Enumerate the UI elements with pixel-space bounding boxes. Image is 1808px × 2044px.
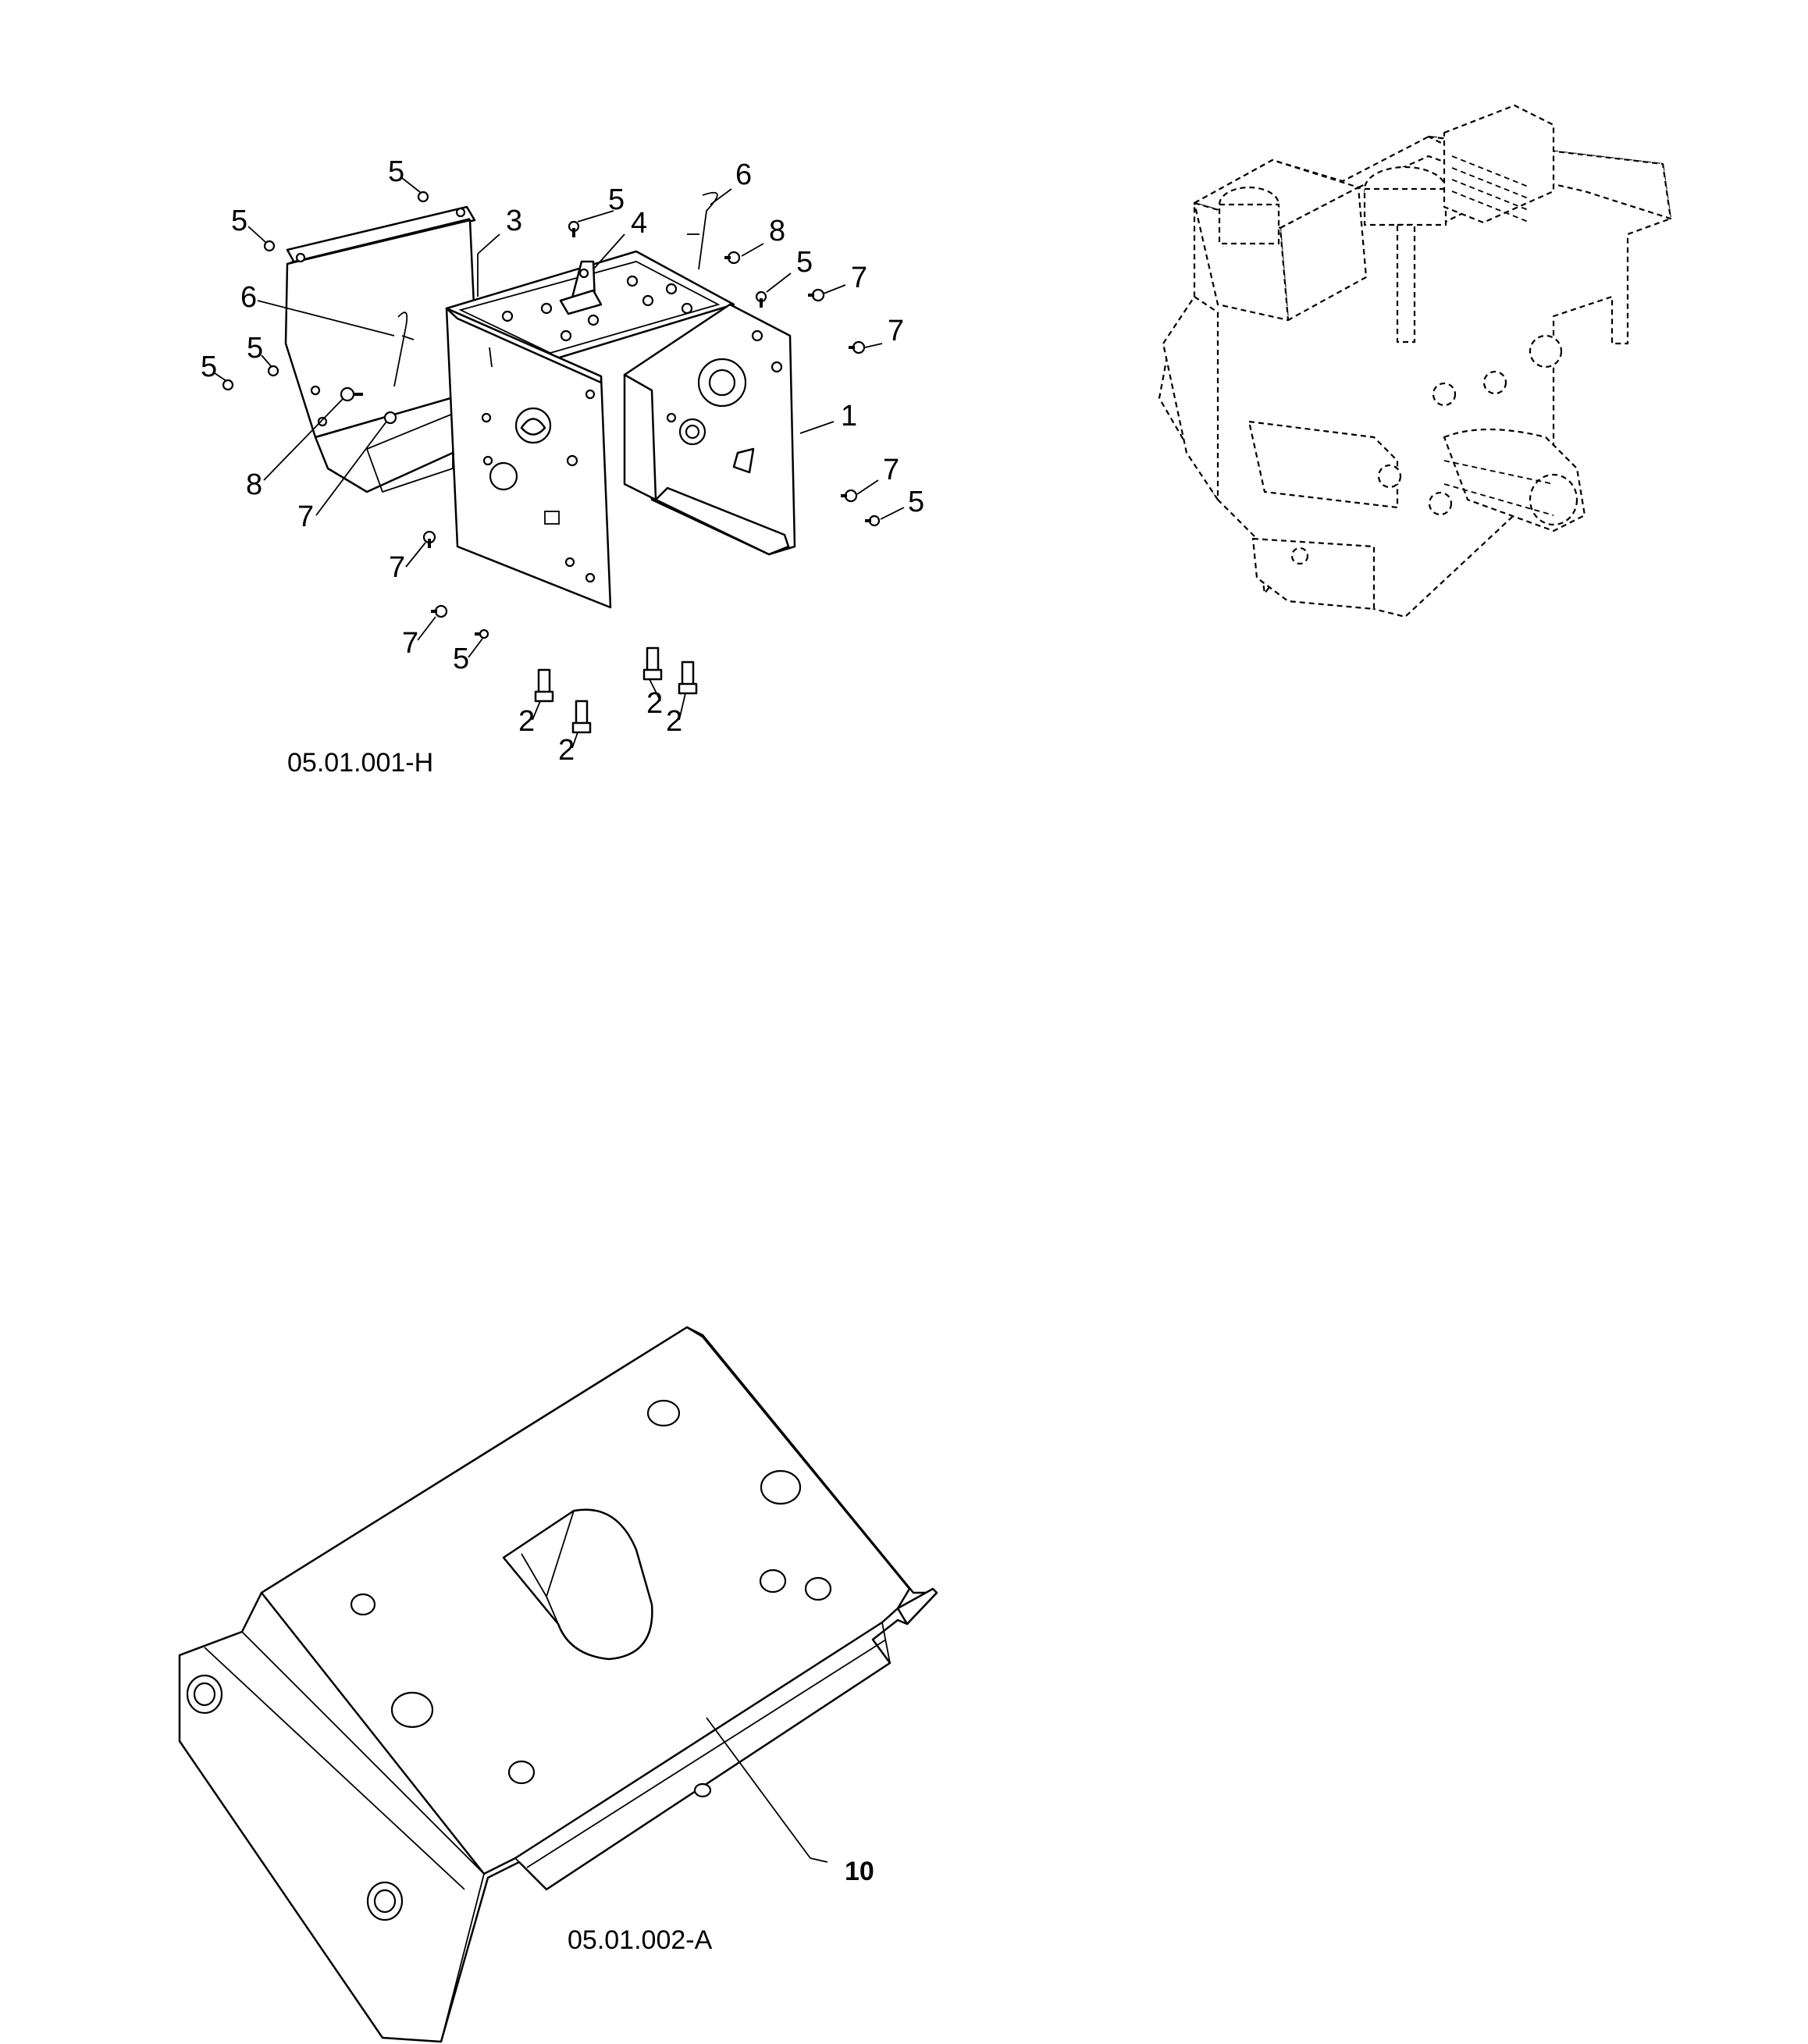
callout-label: 1 bbox=[841, 400, 857, 433]
left-side-plate bbox=[445, 307, 612, 609]
mounting-plate-illustration bbox=[178, 1326, 938, 2043]
callout-label: 6 bbox=[735, 158, 752, 191]
frame-assembly-illustration bbox=[214, 177, 905, 749]
callout-label: 5 bbox=[908, 486, 924, 518]
top-mounting-plate bbox=[445, 250, 735, 363]
callout-label: 2 bbox=[646, 687, 663, 720]
fasteners bbox=[222, 191, 881, 639]
right-side-plate bbox=[623, 303, 796, 556]
bolts bbox=[534, 646, 698, 734]
leader-lines bbox=[214, 177, 905, 749]
callout-label: 5 bbox=[201, 351, 217, 383]
callout-label: 5 bbox=[231, 205, 247, 237]
callout-label: 7 bbox=[389, 551, 405, 584]
callout-label: 2 bbox=[558, 734, 575, 767]
callout-label: 8 bbox=[769, 215, 785, 247]
hitch-pin-left bbox=[393, 312, 408, 387]
callout-label: 7 bbox=[851, 262, 867, 294]
callout-label: 3 bbox=[506, 205, 522, 237]
callout-label: 5 bbox=[796, 246, 813, 279]
callout-label: 5 bbox=[608, 183, 625, 216]
callout-label: 4 bbox=[631, 207, 647, 240]
figure-code: 05.01.001-H bbox=[287, 748, 433, 778]
hitch-pin-right bbox=[698, 191, 718, 270]
callout-label: 5 bbox=[453, 643, 469, 675]
callout-label: 7 bbox=[297, 500, 314, 533]
callout-label: 8 bbox=[246, 468, 262, 501]
callouts-05-01-002-a: 10 bbox=[845, 1857, 874, 1886]
rear-shield-plate bbox=[284, 205, 479, 493]
engine-reference-illustration bbox=[1158, 104, 1672, 618]
callout-label: 5 bbox=[247, 332, 263, 365]
callout-label: 7 bbox=[888, 315, 904, 347]
callout-label: 6 bbox=[240, 281, 257, 314]
callout-label: 2 bbox=[666, 705, 682, 738]
callout-label: 2 bbox=[518, 705, 535, 738]
callout-label: 5 bbox=[388, 155, 404, 188]
callout-label: 10 bbox=[845, 1857, 874, 1886]
figure-code: 05.01.002-A bbox=[568, 1925, 713, 1955]
callout-label: 7 bbox=[883, 454, 899, 486]
callout-label: 7 bbox=[402, 627, 418, 660]
